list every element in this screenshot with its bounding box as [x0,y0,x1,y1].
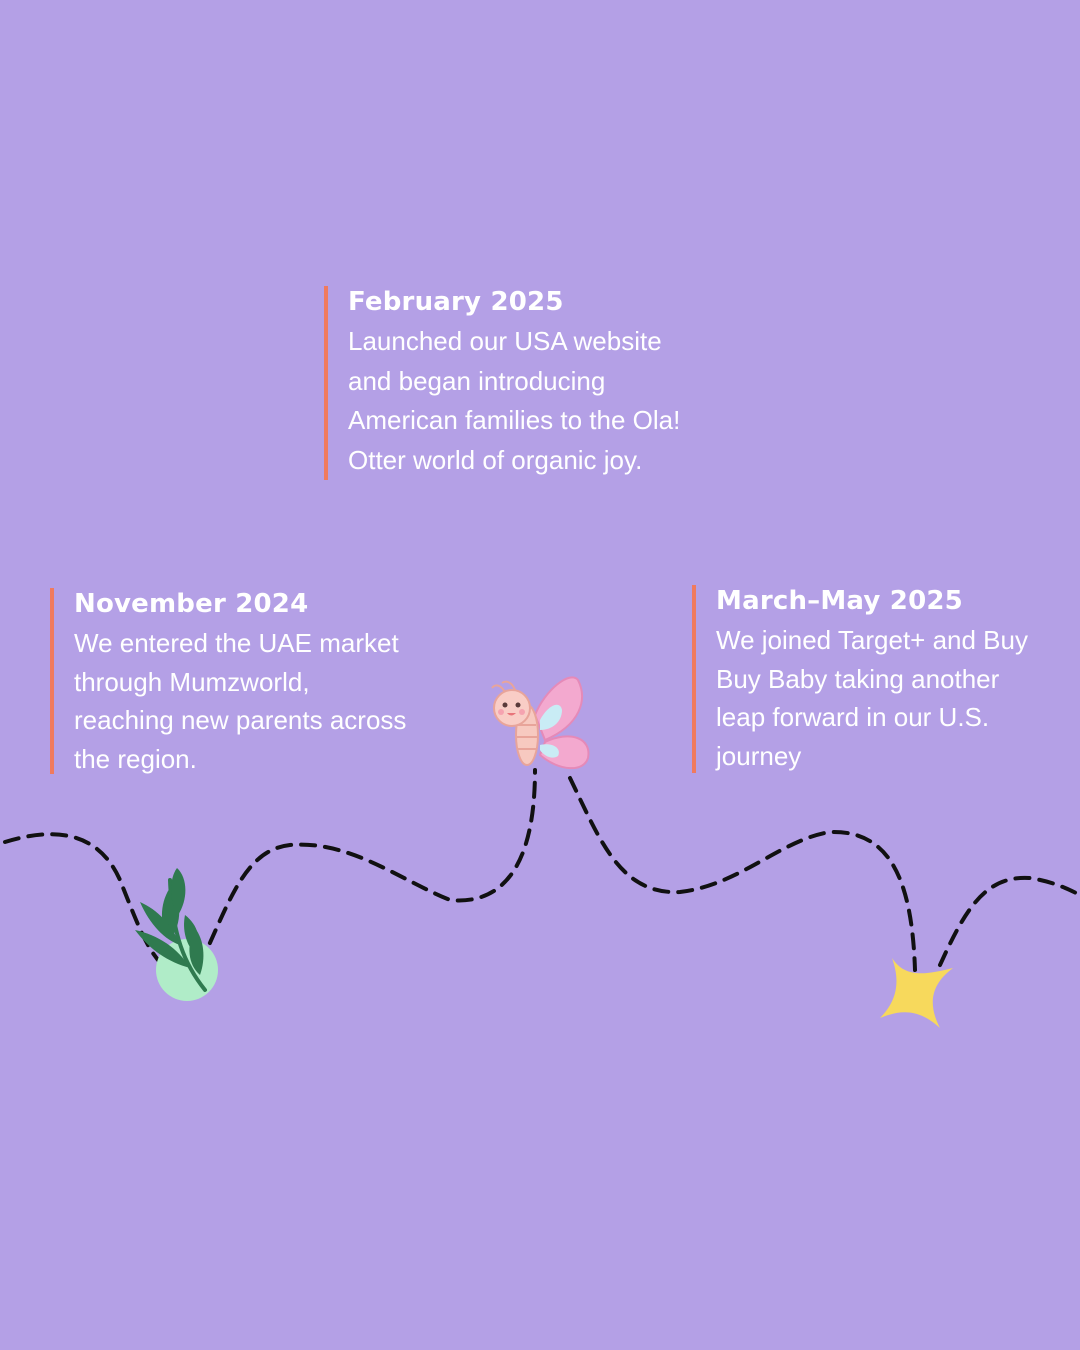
star-icon [880,958,953,1028]
description-line: Buy Baby taking another [716,663,1000,694]
dashed-journey-path [3,768,1080,977]
description-line: Launched our USA website [348,326,662,356]
milestone-march-may-2025: March–May 2025 We joined Target+ and Buy… [692,585,1072,773]
description-line: reaching new parents across [74,705,407,735]
description-line: We joined Target+ and Buy [716,625,1028,655]
description-line: and began introducing [348,365,606,396]
milestone-november-2024: November 2024 We entered the UAE market … [50,588,450,774]
description-line: We entered the UAE market [74,628,399,658]
description-line: journey [716,740,802,771]
butterfly-icon [491,676,590,770]
description-line: leap forward in our U.S. [716,702,990,732]
milestone-description: Launched our USA website and began intro… [348,322,744,480]
leaf-icon [135,868,218,1001]
milestone-date: November 2024 [74,589,309,619]
description-line: the region. [74,743,197,774]
milestone-date: March–May 2025 [716,586,963,616]
description-line: American families to the Ola! [348,405,681,435]
milestone-description: We entered the UAE market through Mumzwo… [74,624,450,778]
milestone-february-2025: February 2025 Launched our USA website a… [324,286,744,480]
description-line: through Mumzworld, [74,666,310,697]
description-line: Otter world of organic joy. [348,444,643,475]
milestone-description: We joined Target+ and Buy Buy Baby takin… [716,621,1072,775]
milestone-date: February 2025 [348,287,564,317]
